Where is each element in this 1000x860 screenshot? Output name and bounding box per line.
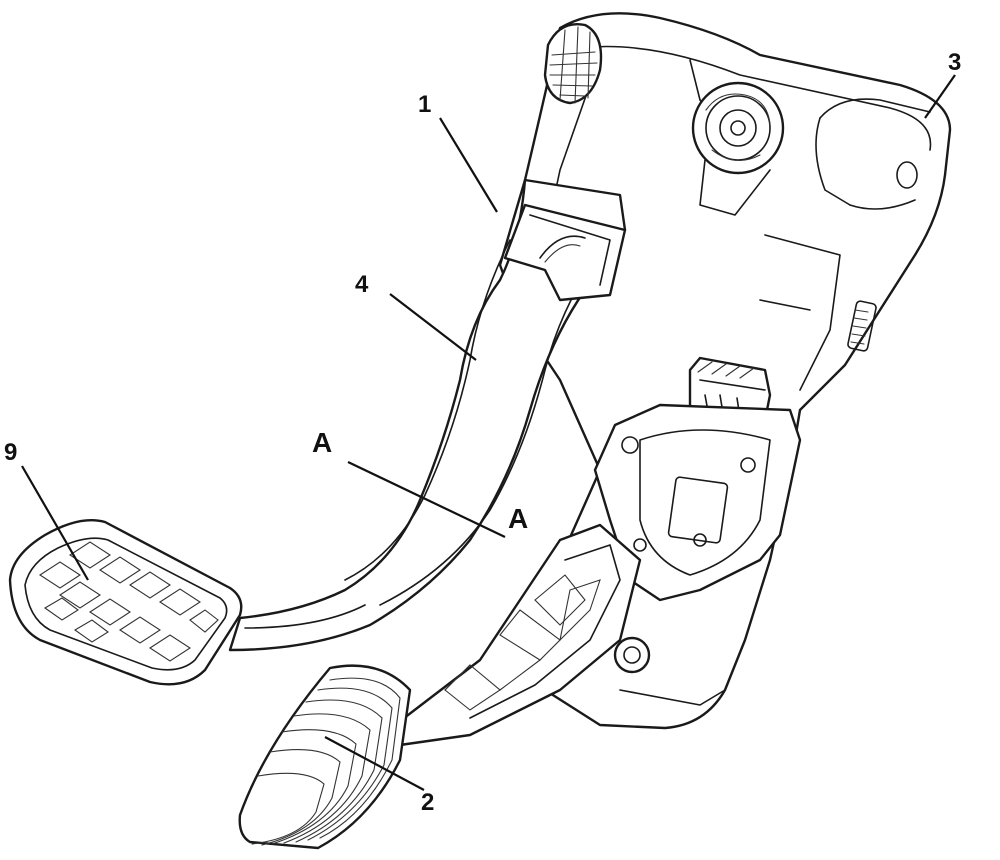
section-line-a-a — [347, 461, 506, 538]
pivot-spring — [691, 81, 785, 216]
accelerator-pad — [238, 664, 412, 850]
adjuster-knob — [543, 23, 603, 105]
label-section-a-left: A — [312, 427, 332, 458]
leader-line-9 — [21, 465, 89, 581]
label-part-4: 4 — [355, 271, 369, 298]
side-slot — [847, 300, 877, 352]
label-part-1: 1 — [418, 91, 431, 118]
mounting-hole-icon — [896, 161, 918, 189]
position-sensor — [593, 403, 802, 602]
sensor-clip — [503, 203, 627, 302]
brake-pad — [8, 519, 243, 686]
leader-line-4 — [389, 293, 477, 361]
arm-pivot-icon — [613, 636, 651, 674]
leader-line-3 — [924, 74, 956, 119]
label-part-9: 9 — [4, 439, 17, 466]
leader-line-1 — [439, 117, 498, 213]
brake-arm — [228, 178, 627, 652]
accelerator-arm — [393, 523, 651, 747]
label-part-3: 3 — [948, 49, 961, 76]
label-section-a-right: A — [508, 503, 528, 534]
leader-line-2 — [324, 736, 425, 791]
label-part-2: 2 — [421, 789, 434, 816]
